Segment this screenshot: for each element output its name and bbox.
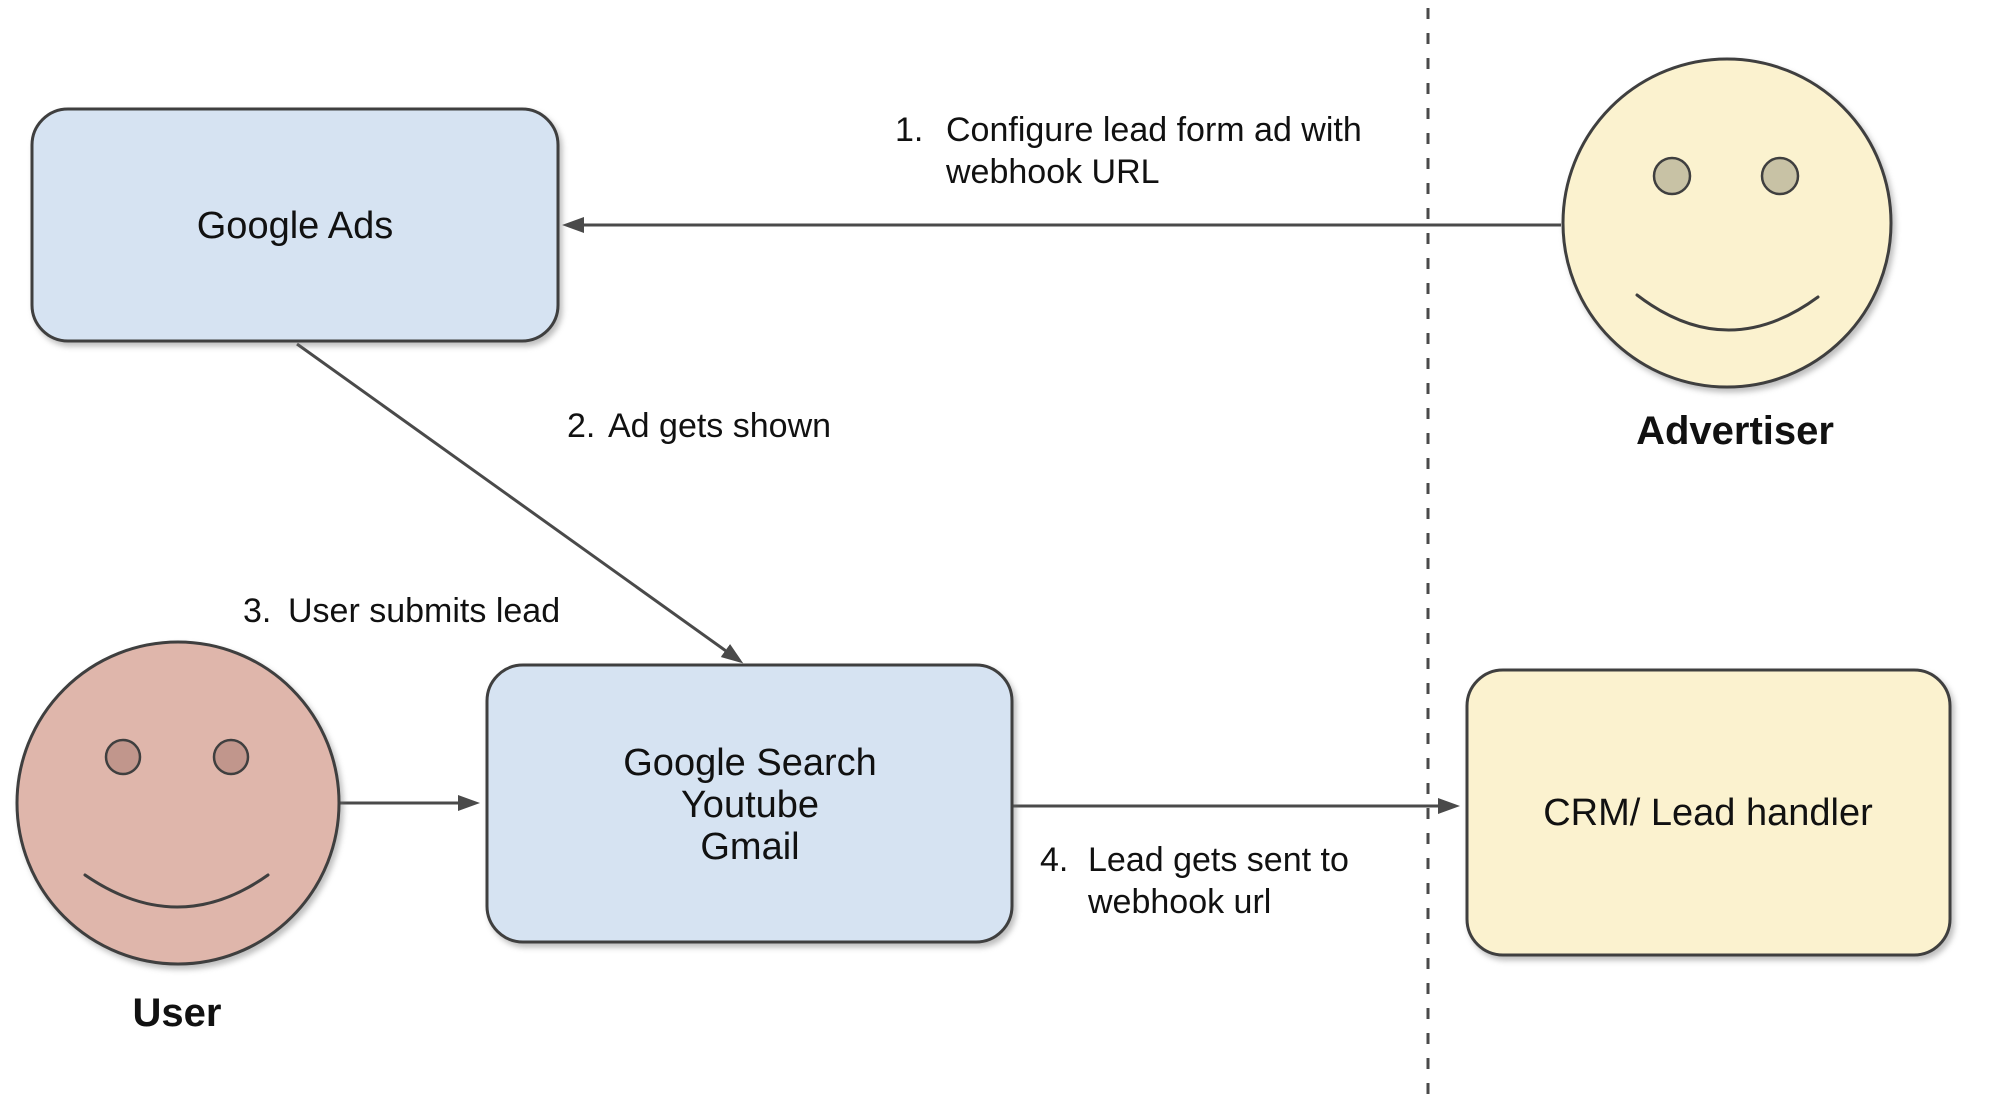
- step-4-annotation: 4. Lead gets sent to webhook url: [1040, 841, 1349, 921]
- step-1-line2: webhook URL: [945, 153, 1160, 191]
- user-face-icon: [15, 640, 341, 966]
- node-google-ads: Google Ads: [30, 107, 560, 343]
- node-google-channels: Google Search Youtube Gmail: [485, 663, 1014, 944]
- step-2-line1: Ad gets shown: [608, 407, 831, 445]
- arrow-ad-gets-shown: [296, 342, 744, 664]
- step-3-line1: User submits lead: [288, 592, 560, 630]
- step-2-number: 2.: [567, 407, 595, 445]
- google-ads-label: Google Ads: [197, 205, 393, 247]
- user-smile-icon: [83, 873, 270, 909]
- advertiser-label: Advertiser: [1636, 409, 1834, 453]
- step-1-annotation: 1. Configure lead form ad with webhook U…: [895, 111, 1362, 191]
- step-2-annotation: 2. Ad gets shown: [567, 407, 831, 445]
- node-crm-lead-handler: CRM/ Lead handler: [1465, 668, 1952, 957]
- advertiser-face-icon: [1561, 57, 1893, 389]
- user-label: User: [133, 991, 222, 1035]
- crm-label: CRM/ Lead handler: [1543, 792, 1873, 834]
- step-1-number: 1.: [895, 111, 923, 149]
- actor-user: User: [15, 640, 341, 1035]
- step-3-number: 3.: [243, 592, 271, 630]
- step-4-line1: Lead gets sent to: [1088, 841, 1349, 879]
- channels-line-gmail: Gmail: [700, 826, 799, 868]
- step-4-line2: webhook url: [1087, 883, 1271, 921]
- channels-line-google-search: Google Search: [623, 742, 877, 784]
- step-4-number: 4.: [1040, 841, 1068, 879]
- actor-advertiser: Advertiser: [1561, 57, 1893, 453]
- google-ads-box: [30, 107, 560, 343]
- crm-box: [1465, 668, 1952, 957]
- advertiser-right-eye-icon: [1760, 156, 1800, 196]
- user-right-eye-icon: [212, 738, 250, 776]
- user-left-eye-icon: [104, 738, 142, 776]
- google-channels-box: [485, 663, 1014, 944]
- step-1-line1: Configure lead form ad with: [946, 111, 1362, 149]
- advertiser-left-eye-icon: [1652, 156, 1692, 196]
- advertiser-smile-icon: [1635, 293, 1820, 332]
- channels-line-youtube: Youtube: [681, 784, 819, 826]
- step-3-annotation: 3. User submits lead: [243, 592, 560, 630]
